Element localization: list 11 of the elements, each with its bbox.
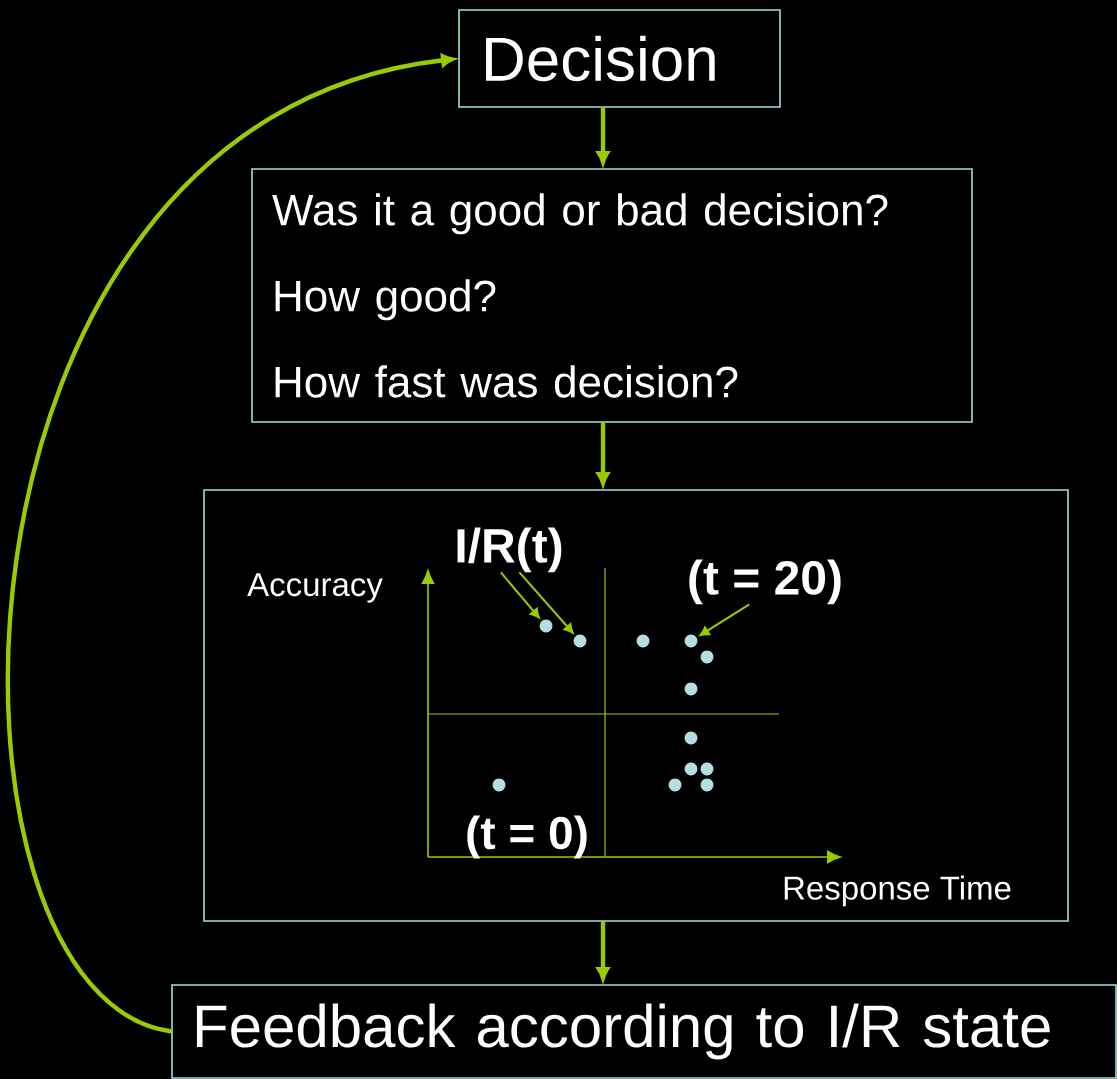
axis-label: Response Time [784, 875, 1011, 907]
callout-text: (t = 20) [689, 559, 841, 605]
chart-box [203, 489, 1069, 922]
question-box: Was it a good or bad decision? How good? How fast was decision? [251, 168, 973, 423]
leader-arrow [699, 603, 751, 637]
point-label: (t = 0) [467, 815, 587, 859]
callout-text: I/R(t) [457, 527, 562, 573]
leader-arrow [499, 571, 540, 619]
decision-box: Decision [458, 9, 781, 108]
feedback-box: Feedback according to I/R state [171, 984, 1117, 1079]
leader-arrow [518, 571, 574, 634]
